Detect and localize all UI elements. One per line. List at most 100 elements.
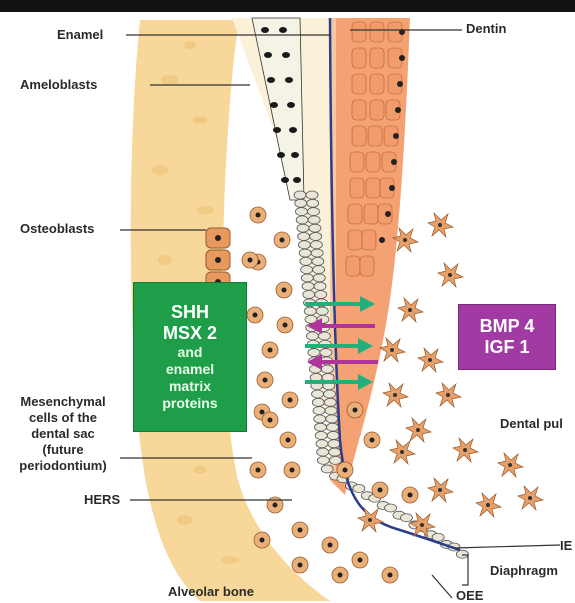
signal-and: and (178, 344, 203, 361)
sheath-cell (298, 241, 310, 249)
sheath-cell (324, 398, 336, 406)
sac-cell-nucleus (280, 238, 285, 243)
pulp-cell-nucleus (463, 448, 467, 452)
top-border (0, 0, 575, 12)
label-ieb: IE (560, 538, 572, 553)
sheath-cell (328, 440, 340, 448)
label-dentin: Dentin (466, 21, 506, 36)
signal-shh: SHH (171, 302, 209, 323)
signal-igf1: IGF 1 (484, 337, 529, 358)
sheath-cell (326, 415, 338, 423)
pulp-cell-nucleus (508, 463, 512, 467)
sheath-cell (306, 332, 318, 340)
label-alveolar-bone: Alveolar bone (168, 584, 254, 599)
label-diaphragm: Diaphragm (490, 563, 558, 578)
sheath-cell (308, 216, 320, 224)
sheath-cell (307, 208, 319, 216)
sac-cell-nucleus (268, 418, 273, 423)
sheath-cell (314, 423, 326, 431)
sheath-cell (312, 257, 324, 265)
sac-cell-nucleus (283, 323, 288, 328)
sheath-cell (456, 550, 468, 558)
sheath-cell (353, 484, 365, 492)
label-mesenchymal: Mesenchymal cells of the dental sac (fut… (8, 394, 118, 474)
ameloblast-layer (252, 18, 304, 200)
label-hers: HERS (84, 492, 120, 507)
sheath-cell (312, 398, 324, 406)
signal-matrix: matrix (169, 378, 211, 395)
sheath-cell (313, 266, 325, 274)
sheath-cell (317, 448, 329, 456)
sac-cell-nucleus (288, 398, 293, 403)
sheath-cell (308, 349, 320, 357)
pulp-cell-nucleus (393, 393, 397, 397)
signal-bmp4: BMP 4 (480, 316, 535, 337)
sac-cell-nucleus (273, 503, 278, 508)
sheath-cell (315, 291, 327, 299)
pulp-cell-nucleus (438, 488, 442, 492)
sac-cell-nucleus (343, 468, 348, 473)
sheath-cell (326, 423, 338, 431)
sac-cell-nucleus (253, 313, 258, 318)
sheath-cell (307, 199, 319, 207)
sac-cell-nucleus (298, 528, 303, 533)
sac-cell-nucleus (268, 348, 273, 353)
sheath-cell (313, 274, 325, 282)
pulp-cell-nucleus (486, 503, 490, 507)
sheath-cell (312, 390, 324, 398)
mesenchymal-signals-box: BMP 4 IGF 1 (458, 304, 556, 370)
sheath-cell (327, 431, 339, 439)
signal-msx2: MSX 2 (163, 323, 217, 344)
sheath-cell (300, 257, 312, 265)
mesenchymal-line-4: (future (8, 442, 118, 458)
pulp-cell-nucleus (428, 358, 432, 362)
signal-enamel: enamel (166, 361, 214, 378)
mesenchymal-line-1: Mesenchymal (8, 394, 118, 410)
sheath-cell (299, 249, 311, 257)
sheath-cell (314, 282, 326, 290)
sheath-cell (309, 224, 321, 232)
sheath-cell (304, 307, 316, 315)
label-ameloblasts: Ameloblasts (20, 77, 97, 92)
sac-cell-nucleus (256, 468, 261, 473)
pulp-cell-nucleus (420, 523, 424, 527)
sheath-cell (400, 514, 412, 522)
pulp-cell-nucleus (416, 428, 420, 432)
pulp-cell-nucleus (368, 518, 372, 522)
pulp-cell-nucleus (448, 273, 452, 277)
sheath-cell (301, 274, 313, 282)
sheath-cell (310, 241, 322, 249)
sheath-cell (316, 440, 328, 448)
sheath-cell (310, 232, 322, 240)
sheath-cell (303, 291, 315, 299)
sheath-cell (325, 407, 337, 415)
pulp-cell-nucleus (403, 238, 407, 242)
sheath-cell (295, 208, 307, 216)
sac-cell-nucleus (260, 538, 265, 543)
sac-cell-nucleus (358, 558, 363, 563)
sheath-cell (321, 365, 333, 373)
sheath-cell (313, 407, 325, 415)
sheath-cell (306, 191, 318, 199)
sac-cell-nucleus (370, 438, 375, 443)
sac-cell-nucleus (378, 488, 383, 493)
sac-cell-nucleus (256, 213, 261, 218)
sac-cell-nucleus (388, 573, 393, 578)
sheath-cell (296, 216, 308, 224)
sac-cell-nucleus (260, 410, 265, 415)
sac-cell-nucleus (263, 378, 268, 383)
sac-cell-nucleus (290, 468, 295, 473)
pulp-cell-nucleus (528, 496, 532, 500)
sheath-cell (317, 456, 329, 464)
epithelial-signals-box: SHH MSX 2 and enamel matrix proteins (133, 282, 247, 432)
signal-proteins: proteins (162, 395, 217, 412)
sheath-cell (294, 191, 306, 199)
sac-cell-nucleus (328, 543, 333, 548)
sac-cell-nucleus (298, 563, 303, 568)
mesenchymal-line-5: periodontium) (8, 458, 118, 474)
pulp-cell-nucleus (438, 223, 442, 227)
sheath-cell (295, 199, 307, 207)
sheath-cell (329, 456, 341, 464)
sheath-cell (297, 224, 309, 232)
sheath-cell (301, 266, 313, 274)
